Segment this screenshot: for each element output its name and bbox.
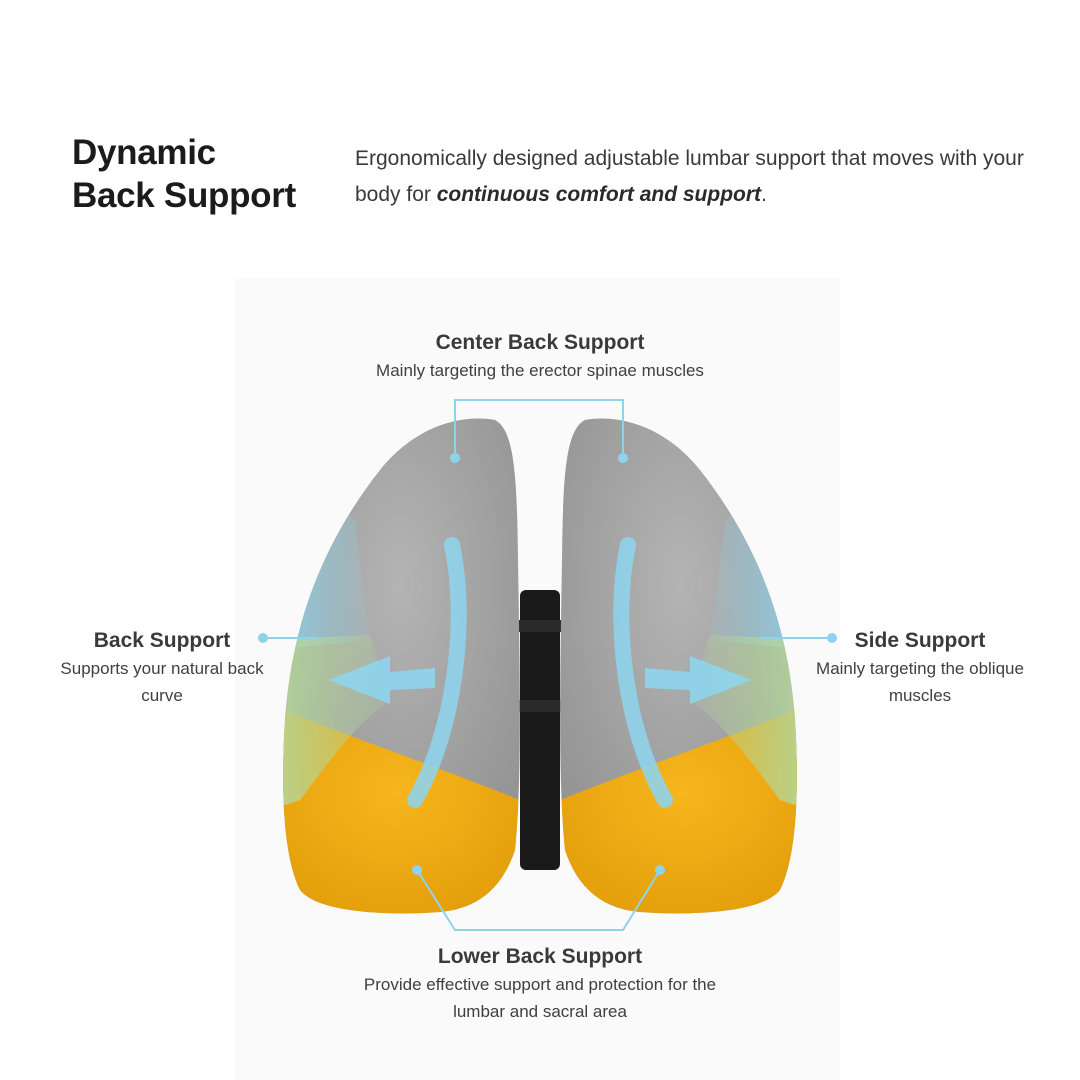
right-cushion (560, 418, 797, 914)
back-support-label: Back Support Supports your natural back … (40, 627, 284, 709)
side-callout-dot (827, 633, 837, 643)
lower-title: Lower Back Support (437, 945, 643, 968)
left-cushion (283, 418, 520, 914)
intro-text: Ergonomically designed adjustable lumbar… (355, 147, 1024, 206)
center-back-support-label: Center Back Support Mainly targeting the… (290, 329, 790, 384)
lower-callout-dot (655, 865, 665, 875)
side-support-label: Side Support Mainly targeting the obliqu… (800, 627, 1040, 709)
heading-line-1: Dynamic (72, 133, 216, 172)
support-frame-bar (505, 620, 575, 632)
back-callout-dot (258, 633, 268, 643)
center-title: Center Back Support (435, 331, 645, 354)
lower-desc: Provide effective support and protection… (363, 975, 717, 1021)
center-callout-lines (454, 399, 624, 458)
lower-callout-lines (416, 869, 661, 931)
side-desc: Mainly targeting the oblique muscles (816, 659, 1024, 705)
right-arrow-icon (645, 656, 752, 704)
support-frame-bar (505, 700, 575, 712)
center-callout-dot (450, 453, 460, 463)
intro-emphasis: continuous comfort and support (436, 183, 762, 206)
lower-callout-dot (412, 865, 422, 875)
side-title: Side Support (854, 629, 986, 652)
back-desc: Supports your natural back curve (60, 659, 264, 705)
lower-back-support-label: Lower Back Support Provide effective sup… (290, 943, 790, 1025)
support-frame (520, 590, 560, 870)
intro-end: . (761, 183, 767, 206)
heading-line-2: Back Support (72, 176, 296, 215)
left-flex-arrow (407, 537, 467, 808)
page-heading: Dynamic Back Support (72, 131, 352, 217)
right-flex-arrow (613, 537, 673, 808)
back-title: Back Support (93, 629, 231, 652)
center-callout-dot (618, 453, 628, 463)
intro-paragraph: Ergonomically designed adjustable lumbar… (355, 141, 1035, 213)
left-arrow-icon (328, 656, 435, 704)
center-desc: Mainly targeting the erector spinae musc… (376, 361, 704, 380)
